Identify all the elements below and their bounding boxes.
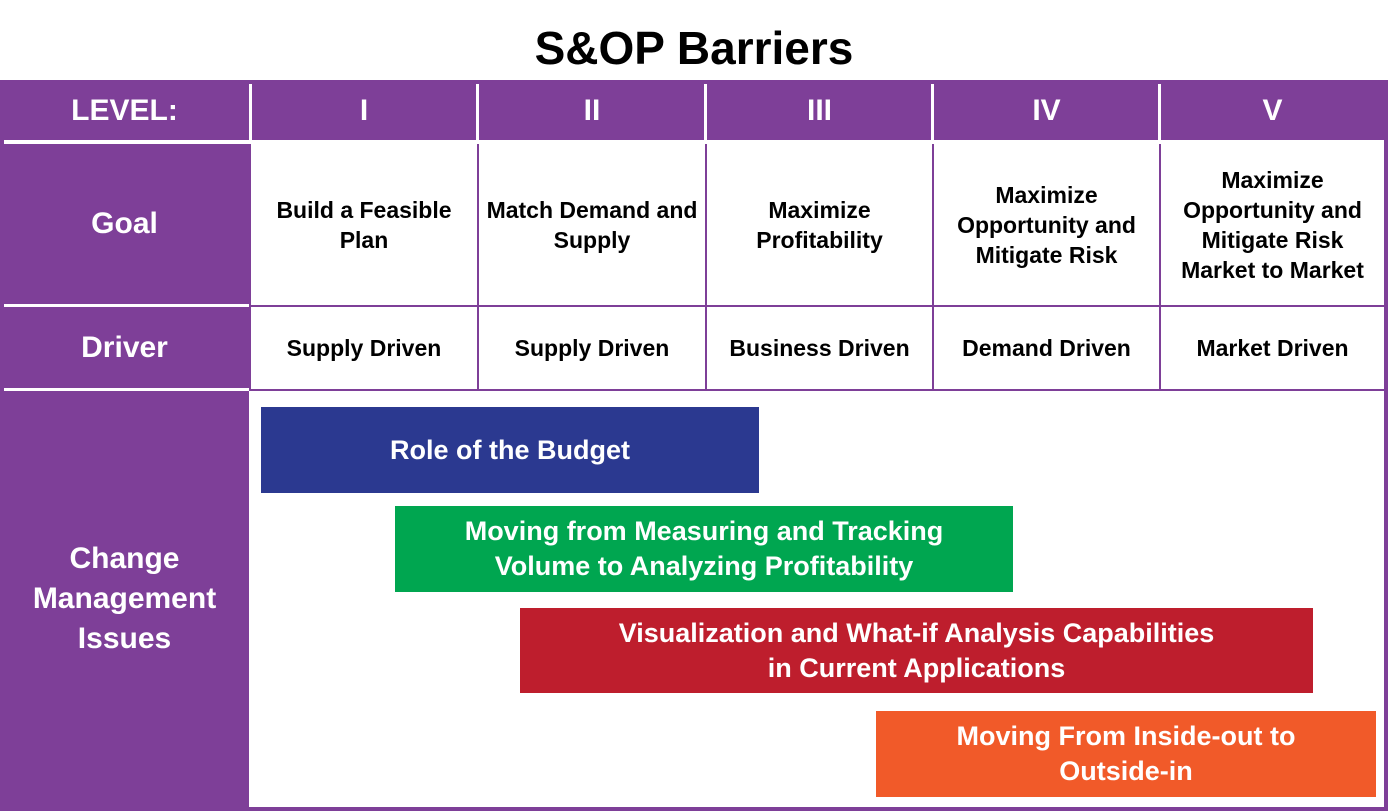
issue-bar-line2: Outside-in	[1059, 756, 1193, 786]
grid-line	[249, 144, 251, 389]
goal-cell-level-2: Match Demand and Supply	[486, 196, 698, 253]
issue-bar-line1: Moving From Inside-out to	[956, 721, 1296, 751]
issue-bar-line1: Visualization and What-if Analysis Capab…	[618, 617, 1215, 648]
level-header-4: IV	[1032, 94, 1061, 127]
driver-cell-level-1: Supply Driven	[286, 335, 442, 361]
issue-bar-visualization-what-if: Visualization and What-if Analysis Capab…	[520, 608, 1313, 693]
level-header-label: LEVEL:	[71, 94, 178, 127]
issue-bar-measuring-to-profitability: Moving from Measuring and Tracking Volum…	[395, 506, 1013, 592]
issue-bar-line1: Moving from Measuring and Tracking	[464, 516, 944, 546]
bottom-border	[249, 807, 1388, 811]
grid-line	[1159, 144, 1161, 389]
issue-bar-line2: Volume to Analyzing Profitability	[494, 551, 914, 581]
change-management-row-label: Change Management Issues	[32, 542, 217, 655]
row-divider	[4, 388, 249, 391]
driver-row-label: Driver	[81, 330, 168, 364]
driver-cell-level-4: Demand Driven	[962, 335, 1131, 361]
driver-cell-level-3: Business Driven	[729, 335, 910, 361]
row-divider	[4, 304, 249, 307]
row-label-column	[0, 140, 249, 811]
level-header-3: III	[806, 94, 832, 127]
level-header-1: I	[359, 94, 369, 127]
header-divider	[931, 84, 934, 140]
header-band	[0, 80, 1388, 140]
right-border	[1384, 140, 1388, 811]
issue-bar-inside-out-to-outside-in: Moving From Inside-out to Outside-in	[876, 711, 1376, 797]
issue-bar-role-of-budget: Role of the Budget	[261, 407, 759, 493]
goal-cell-level-4: Maximize Opportunity and Mitigate Risk	[957, 181, 1136, 268]
grid-line	[477, 144, 479, 389]
level-header-2: II	[583, 94, 601, 127]
header-divider	[704, 84, 707, 140]
header-divider	[1158, 84, 1161, 140]
issue-bar-line2: in Current Applications	[767, 652, 1066, 683]
header-divider	[249, 84, 252, 140]
grid-line	[249, 389, 1384, 391]
driver-cell-level-2: Supply Driven	[514, 335, 670, 361]
header-divider	[476, 84, 479, 140]
grid-line	[705, 144, 707, 389]
grid-line	[932, 144, 934, 389]
goal-cell-level-5: Maximize Opportunity and Mitigate Risk M…	[1181, 166, 1364, 283]
page-title: S&OP Barriers	[534, 22, 854, 74]
header-bottom-line	[4, 140, 1384, 144]
issue-bar-line1: Role of the Budget	[390, 434, 630, 465]
goal-cell-level-3: Maximize Profitability	[756, 196, 883, 253]
level-header-5: V	[1262, 94, 1283, 127]
grid-line	[249, 305, 1384, 307]
driver-cell-level-5: Market Driven	[1196, 335, 1349, 361]
goal-cell-level-1: Build a Feasible Plan	[276, 196, 452, 253]
goal-row-label: Goal	[91, 207, 158, 240]
